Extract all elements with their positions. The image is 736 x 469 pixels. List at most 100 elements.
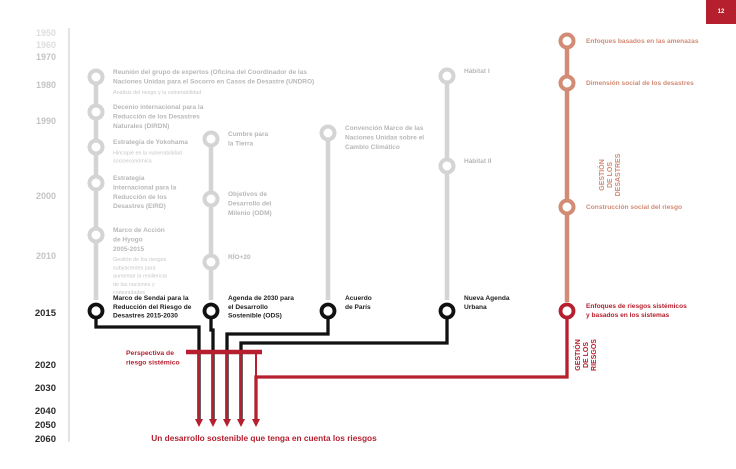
year-label: 2020 xyxy=(35,360,56,371)
node-subtitle-line: Análisis del riesgo y la vulnerabilidad xyxy=(113,90,201,96)
key-node-agenda2030 xyxy=(202,302,220,320)
history-node xyxy=(438,157,456,175)
node-title: Hábitat II xyxy=(464,158,492,165)
vertical-label-line: DE LOS xyxy=(607,162,614,188)
year-label: 1950 xyxy=(36,28,56,38)
page-number-badge: 12 xyxy=(706,0,736,24)
arrow-head xyxy=(252,419,260,427)
node-title: RÍO+20 xyxy=(228,252,251,261)
disaster-node-title: Enfoques basados en las amenazas xyxy=(586,38,699,45)
history-node xyxy=(202,130,220,148)
key-node-title-line: Desastres 2015-2030 xyxy=(113,313,178,320)
history-node xyxy=(202,190,220,208)
node-title-line: Decenio internacional para la xyxy=(113,104,204,111)
urban-connector xyxy=(239,311,449,420)
arrow-head xyxy=(195,419,203,427)
node-title-line: 2005-2015 xyxy=(113,246,144,253)
key-node-disasters xyxy=(558,302,576,320)
year-label: 1980 xyxy=(36,80,56,90)
key-node-title-line: Agenda de 2030 para xyxy=(228,295,294,302)
node-subtitle-line: Hincapié en la vulnerabilidad xyxy=(113,150,182,156)
history-node xyxy=(87,138,105,156)
year-label: 2050 xyxy=(35,420,56,431)
history-node xyxy=(319,124,337,142)
key-node-title-line: el Desarrollo xyxy=(228,304,268,311)
node-title-line: Milenio (ODM) xyxy=(228,210,272,217)
disaster-node xyxy=(558,74,576,92)
node-subtitle-line: Gestión de los riesgos xyxy=(113,257,167,263)
arrow-head xyxy=(209,419,217,427)
year-label: 2030 xyxy=(35,383,56,394)
key-node-title-line: Sostenible (ODS) xyxy=(228,313,282,320)
node-title-line: Naciones Unidas sobre el xyxy=(345,134,424,141)
node-title-line: Cumbre para xyxy=(228,131,268,138)
year-label: 2040 xyxy=(35,406,56,417)
history-node xyxy=(87,103,105,121)
node-subtitle-line: comunidades xyxy=(113,290,145,296)
key-node-title-line: Reducción del Riesgo de xyxy=(113,304,192,311)
node-subtitle: Análisis del riesgo y la vulnerabilidad xyxy=(113,90,201,96)
node-title: Hábitat I xyxy=(464,68,490,75)
node-title-line: Estrategia de Yokohama xyxy=(113,139,188,146)
arrow-head xyxy=(223,419,231,427)
vertical-label-line: GESTIÓN xyxy=(597,159,606,191)
disaster-node-title: Dimensión social de los desastres xyxy=(586,80,694,87)
node-title-line: la Tierra xyxy=(228,140,254,147)
key-node-title: Marco de Sendai para la Reducción del Rie… xyxy=(113,295,192,320)
vertical-label-line: DE LOS xyxy=(583,342,590,368)
vertical-label-line: RIESGOS xyxy=(591,339,598,371)
node-title-line: RÍO+20 xyxy=(228,252,251,261)
risk-connector xyxy=(254,311,569,420)
node-title-line: de Hyogo xyxy=(113,236,143,243)
node-title-line: Hábitat II xyxy=(464,158,492,165)
perspective-label-line: riesgo sistémico xyxy=(126,360,180,367)
disaster-node xyxy=(558,32,576,50)
node-title-line: Desastres (EIRD) xyxy=(113,203,166,210)
node-title-line: Reducción de los Desastres xyxy=(113,113,200,120)
node-title: Decenio internacional para la Reducción d… xyxy=(113,104,204,130)
key-node-urban xyxy=(438,302,456,320)
history-node xyxy=(87,68,105,86)
key-node-title-line: Marco de Sendai para la xyxy=(113,295,189,302)
year-label: 2015 xyxy=(35,308,57,319)
node-title-line: Naturales (DIRDN) xyxy=(113,123,169,130)
node-subtitle-line: aumentar la resiliencia xyxy=(113,274,167,280)
year-label: 2010 xyxy=(36,251,56,261)
node-subtitle-line: subyacentes para xyxy=(113,265,156,271)
node-title: Estrategia de Yokohama xyxy=(113,139,188,146)
year-label: 1990 xyxy=(36,116,56,126)
year-label: 2060 xyxy=(35,434,56,445)
perspective-label-line: Perspectiva de xyxy=(126,350,174,357)
key-node-title-line: Enfoques de riesgos sistémicos xyxy=(586,303,687,310)
history-node xyxy=(87,226,105,244)
year-label: 1960 xyxy=(36,40,56,50)
node-title-line: Internacional para la xyxy=(113,184,177,191)
perspective-label: Perspectiva de riesgo sistémico xyxy=(126,350,180,367)
year-label: 1970 xyxy=(36,52,56,62)
history-node xyxy=(87,174,105,192)
node-subtitle-line: de las naciones y xyxy=(113,282,155,288)
disaster-node-title: Construcción social del riesgo xyxy=(586,204,682,211)
key-node-title-line: de París xyxy=(345,304,371,311)
vertical-label-line: DESASTRES xyxy=(615,153,622,196)
history-node xyxy=(202,253,220,271)
node-title-line: Naciones Unidas para el Socorro en Casos… xyxy=(113,78,314,85)
node-title-line: Convención Marco de las xyxy=(345,125,424,132)
node-subtitle: Gestión de los riesgos subyacentes para au… xyxy=(113,257,167,296)
node-title-line: Reducción de los xyxy=(113,194,167,201)
disaster-node xyxy=(558,198,576,216)
node-title-line: Estrategia xyxy=(113,175,145,182)
arrow-head xyxy=(237,419,245,427)
key-node-title-line: Nueva Agenda xyxy=(464,295,510,302)
vertical-label-line: GESTIÓN xyxy=(573,339,582,371)
node-title-line: Cambio Climático xyxy=(345,144,400,151)
